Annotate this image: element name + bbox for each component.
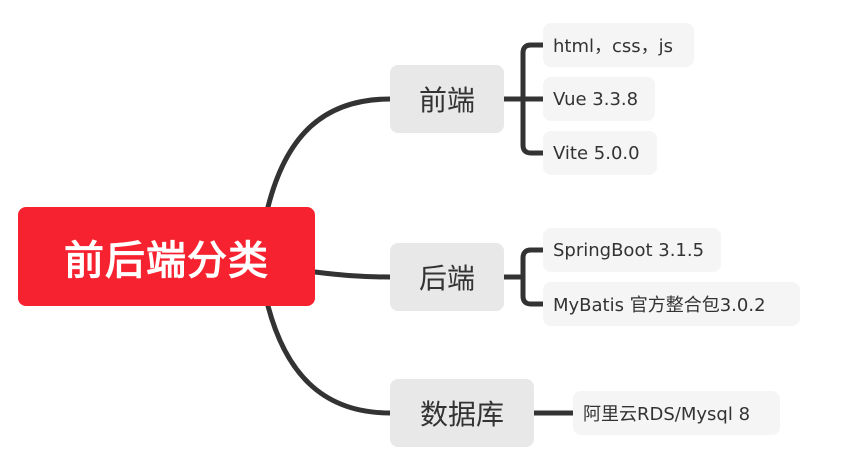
leaf-node-mysql[interactable]: 阿里云RDS/Mysql 8 (573, 391, 780, 435)
leaf-label: html，css，js (553, 36, 674, 57)
leaf-label: MyBatis 官方整合包3.0.2 (553, 295, 766, 316)
leaf-label: Vue 3.3.8 (553, 88, 639, 110)
branch-node-backend[interactable]: 后端 (390, 243, 504, 311)
connector-root-backend (312, 269, 393, 280)
connector-backend-bracket (520, 247, 546, 307)
leaf-node-vue[interactable]: Vue 3.3.8 (543, 77, 655, 121)
branch-label: 后端 (418, 262, 475, 295)
branch-label: 数据库 (419, 398, 504, 431)
leaf-node-springboot[interactable]: SpringBoot 3.1.5 (543, 228, 721, 272)
connector-root-frontend (265, 96, 393, 210)
root-node[interactable]: 前后端分类 (18, 207, 315, 306)
leaf-node-vite[interactable]: Vite 5.0.0 (543, 131, 657, 175)
leaf-label: SpringBoot 3.1.5 (553, 239, 705, 261)
branch-node-database[interactable]: 数据库 (390, 379, 534, 447)
leaf-node-mybatis[interactable]: MyBatis 官方整合包3.0.2 (543, 282, 800, 326)
leaf-label: Vite 5.0.0 (553, 142, 640, 164)
leaf-label: 阿里云RDS/Mysql 8 (583, 404, 751, 425)
leaf-node-html-css-js[interactable]: html，css，js (543, 23, 694, 67)
branch-node-frontend[interactable]: 前端 (390, 65, 504, 133)
connector-root-database (265, 303, 393, 416)
root-label: 前后端分类 (64, 237, 269, 284)
branch-label: 前端 (418, 84, 475, 117)
